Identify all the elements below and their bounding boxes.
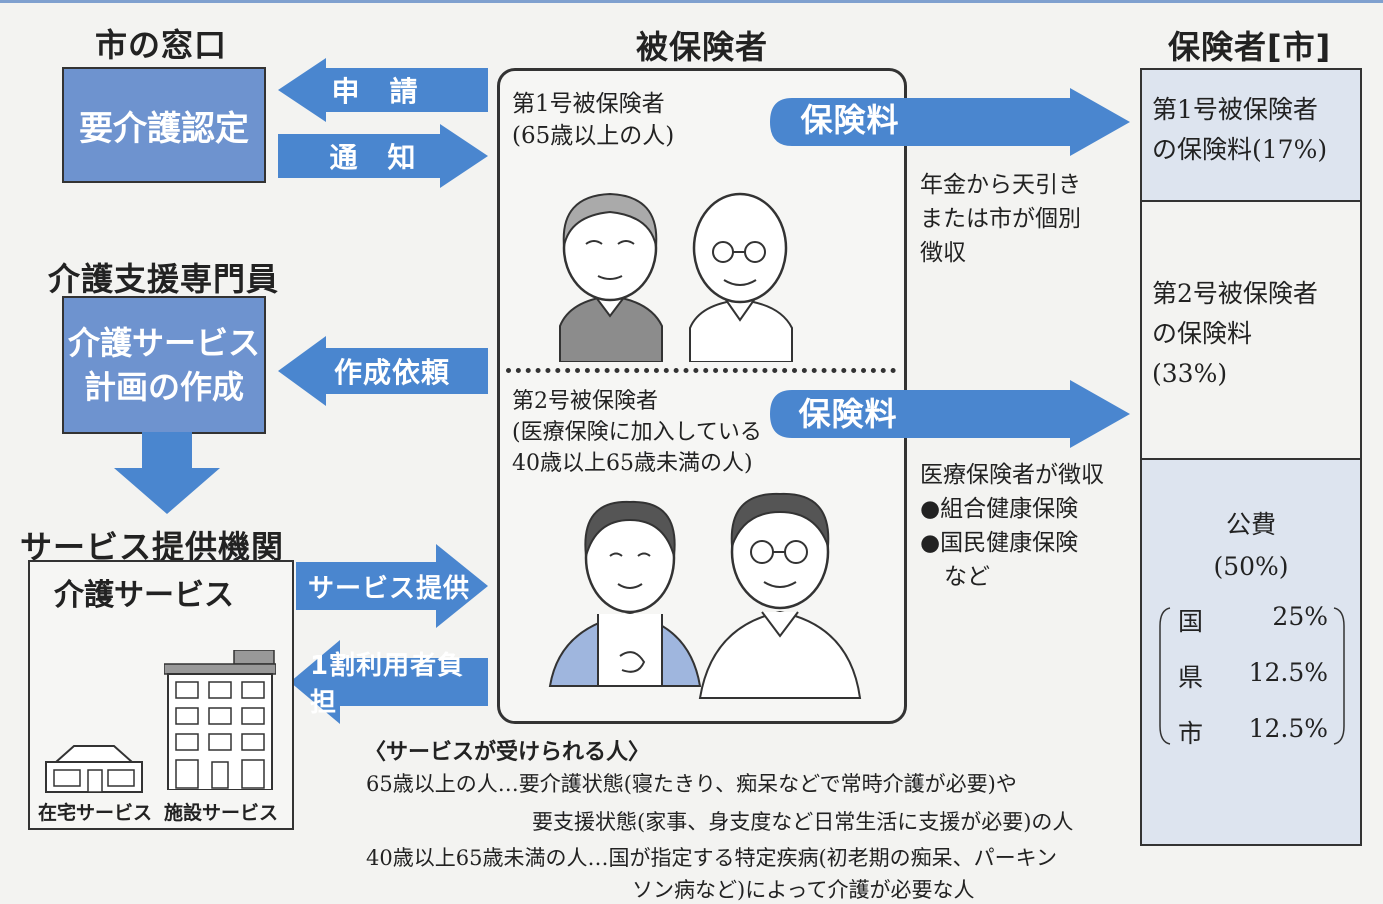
type1-collection-line3: 徴収 [920, 240, 966, 266]
elderly-couple-illustration [559, 192, 793, 362]
header-care-manager: 介護支援専門員 [48, 260, 280, 298]
request-label: 作成依頼 [333, 356, 450, 389]
left-brace-icon [1159, 607, 1171, 745]
request-arrow [278, 336, 488, 406]
service-provision-label: サービス提供 [307, 573, 470, 604]
down-arrow [114, 432, 220, 514]
certification-box: 要介護認定 [62, 67, 266, 183]
type2-collection-line4: など [944, 564, 990, 590]
top-rule [0, 0, 1383, 3]
home-service-label: 在宅サービス [38, 802, 153, 824]
facility-service-label: 施設サービス [164, 802, 279, 824]
insurer-cell3-line1: 公費 [1225, 510, 1276, 539]
copay-label: 1割利用者負担 [310, 651, 465, 718]
insurer-cell-type1: 第1号被保険者 の保険料(17%) [1142, 70, 1360, 202]
insurer-cell1-line1: 第1号被保険者 [1152, 95, 1318, 124]
certification-label: 要介護認定 [79, 108, 249, 149]
insurer-cell2-line3: (33%) [1152, 359, 1228, 388]
insurer-cell1-line2: の保険料(17%) [1152, 135, 1328, 164]
insurer-cell-public: 公費 (50%) 国 25% 県 12.5% 市 12.5% [1142, 460, 1360, 844]
care-plan-box: 介護サービス 計画の作成 [62, 296, 266, 434]
type1-collection-line1: 年金から天引き [920, 172, 1081, 198]
breakdown-row-1: 県 12.5% [1178, 658, 1328, 694]
premium2-label: 保険料 [798, 395, 898, 433]
breakdown-label-1: 県 [1178, 663, 1204, 692]
eligibility-line4: ソン病など)によって介護が必要な人 [632, 878, 975, 902]
premium1-arrow [770, 88, 1130, 156]
premium1-label: 保険料 [800, 101, 900, 139]
notify-arrow [278, 124, 488, 188]
breakdown-value-2: 12.5% [1248, 714, 1328, 743]
type1-collection-line2: または市が個別 [920, 206, 1081, 232]
apply-label: 申 請 [331, 75, 419, 108]
eligibility-line3: 40歳以上65歳未満の人…国が指定する特定疾病(初老期の痴呆、パーキン [366, 846, 1058, 870]
care-plan-label-2: 計画の作成 [83, 368, 244, 406]
type1-collection-text: 年金から天引き または市が個別 徴収 [920, 168, 1081, 270]
copay-arrow [290, 640, 488, 724]
type2-line3: 40歳以上65歳未満の人) [512, 451, 753, 476]
breakdown-label-0: 国 [1178, 607, 1204, 636]
type1-insured-text: 第1号被保険者 (65歳以上の人) [512, 88, 674, 152]
type1-line2: (65歳以上の人) [512, 123, 675, 149]
type2-line1: 第2号被保険者 [512, 389, 658, 414]
type2-collection-line3: ●国民健康保険 [920, 530, 1079, 556]
breakdown-row-2: 市 12.5% [1178, 714, 1328, 750]
type2-line2: (医療保険に加入している [512, 420, 762, 445]
service-provision-arrow [296, 544, 488, 628]
care-plan-label-1: 介護サービス [67, 324, 260, 362]
breakdown-label-2: 市 [1178, 719, 1204, 748]
insurer-cell-type2: 第2号被保険者 の保険料 (33%) [1142, 202, 1360, 460]
notify-label: 通 知 [329, 141, 417, 174]
building-icon [164, 650, 276, 790]
house-icon [45, 745, 143, 793]
insurer-cell2-line2: の保険料 [1152, 319, 1253, 348]
header-insured: 被保険者 [636, 28, 769, 66]
breakdown-value-0: 25% [1272, 602, 1328, 631]
insurer-panel: 第1号被保険者 の保険料(17%) 第2号被保険者 の保険料 (33%) 公費 … [1140, 68, 1362, 846]
type1-line1: 第1号被保険者 [512, 91, 665, 117]
type2-collection-line1: 医療保険者が徴収 [920, 462, 1104, 488]
header-city-window: 市の窓口 [95, 26, 228, 64]
eligibility-line2: 要支援状態(家事、身支度など日常生活に支援が必要)の人 [532, 810, 1074, 834]
header-provider: サービス提供機関 [20, 528, 285, 566]
apply-arrow [278, 58, 488, 122]
eligibility-line1: 65歳以上の人…要介護状態(寝たきり、痴呆などで常時介護が必要)や [366, 772, 1017, 796]
adult-couple-illustration [548, 492, 862, 699]
insurer-cell3-line2: (50%) [1213, 552, 1289, 581]
premium2-arrow [770, 380, 1130, 448]
right-brace-icon [1333, 607, 1345, 745]
care-service-label: 介護サービス [54, 578, 234, 613]
type2-collection-line2: ●組合健康保険 [920, 496, 1079, 522]
breakdown-row-0: 国 25% [1178, 602, 1328, 638]
insurer-cell2-line1: 第2号被保険者 [1152, 279, 1318, 308]
insured-divider [506, 368, 896, 373]
type2-insured-text: 第2号被保険者 (医療保険に加入している 40歳以上65歳未満の人) [512, 386, 762, 479]
eligibility-title: 〈サービスが受けられる人〉 [364, 740, 651, 765]
breakdown-value-1: 12.5% [1248, 658, 1328, 687]
header-insurer: 保険者[市] [1168, 28, 1332, 66]
type2-collection-text: 医療保険者が徴収 ●組合健康保険 ●国民健康保険 など [920, 458, 1104, 594]
